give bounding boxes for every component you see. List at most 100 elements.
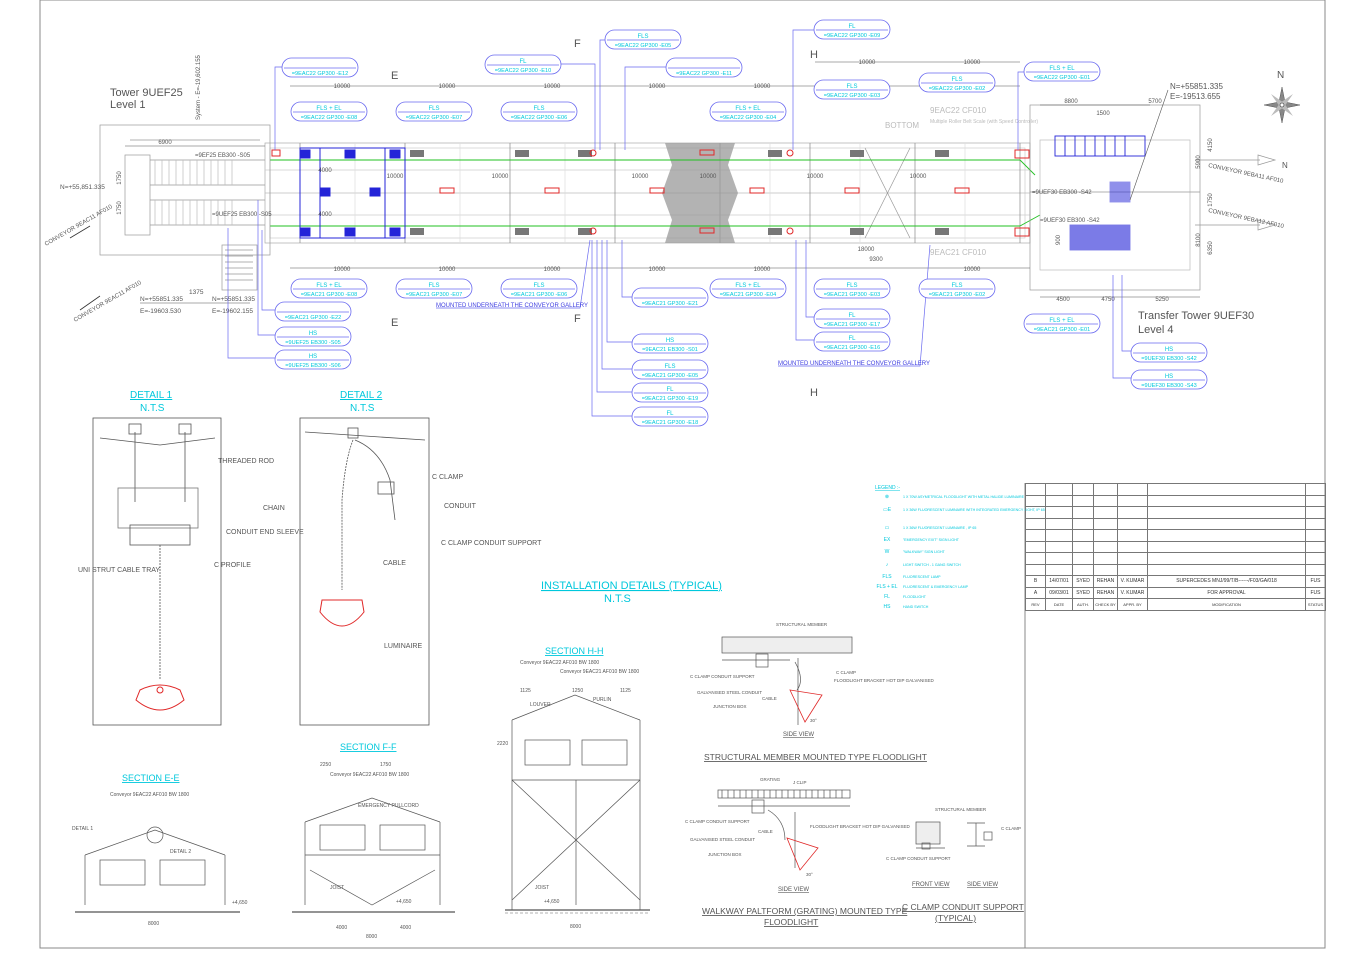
label: J CLIP	[793, 780, 807, 785]
section-mark-f: F	[574, 38, 581, 50]
cell	[1117, 506, 1148, 519]
revision-header-cell: REV	[1025, 598, 1046, 611]
section-conveyor: Conveyor 9EAC22 AF010 BW 1800	[520, 660, 599, 666]
legend-symbol-icon: FLS	[882, 574, 892, 580]
tag-bubble	[274, 326, 352, 347]
label-threaded-rod: THREADED ROD	[218, 458, 274, 465]
tag-reference: =9EAC21 GP300 -E16	[824, 345, 880, 351]
tag-type: HS	[666, 338, 674, 344]
cell	[1147, 552, 1306, 565]
left-tower-level: Level 1	[110, 99, 145, 111]
tag-bubble	[665, 57, 743, 78]
tag-bubble	[290, 101, 368, 122]
tag-type: FLS	[428, 106, 439, 112]
dim-span: 10000	[649, 84, 666, 90]
legend-symbol-icon: ▭	[885, 525, 890, 531]
structural-floodlight-drawing	[721, 636, 853, 725]
tag-reference: =9EAC21 GP300 -E19	[642, 396, 698, 402]
revision-header-cell: APPR. BY	[1117, 598, 1148, 611]
dim-label: 10000	[492, 174, 509, 180]
tag-reference: =9EAC21 GP300 -E07	[406, 292, 462, 298]
legend-text: 1 X 70W ASYMETRICAL FLOODLIGHT WITH META…	[903, 495, 1025, 499]
dim-label: 9300	[869, 257, 883, 263]
conveyor-label: CONVEYOR 9EBA11 AF010	[1208, 163, 1285, 185]
tag-bubble	[500, 101, 578, 122]
revision-row-empty	[1025, 552, 1326, 565]
gallery-refs: =9EF25 EB300 -S05 =9UEF25 EB300 -S05 =9U…	[195, 153, 1100, 224]
right-tower-equipment	[1054, 135, 1146, 251]
label: STRUCTURAL MEMBER	[935, 807, 987, 812]
label-c-clamp: C CLAMP	[432, 474, 463, 481]
c-clamp-title-2: (TYPICAL)	[935, 913, 976, 923]
tag-bubble	[631, 382, 709, 403]
label: STRUCTURAL MEMBER	[776, 622, 828, 627]
label: C CLAMP CONDUIT SUPPORT	[886, 856, 951, 861]
tag-type: FLS	[533, 106, 544, 112]
revision-cell: REHAN	[1093, 586, 1118, 599]
tag-leader-lines	[227, 29, 1131, 417]
tag-bubble	[918, 72, 996, 93]
legend-text: FLUORESCENT LAMP	[903, 575, 941, 579]
north-arrow-icon	[1263, 86, 1301, 124]
cell	[1117, 494, 1148, 507]
cell	[1305, 563, 1326, 576]
detail-2-title: DETAIL 2	[340, 390, 383, 401]
section-dim: 4000	[400, 925, 411, 931]
tag-reference: =9UEF25 EB300 -S05	[285, 340, 341, 346]
cell	[1147, 517, 1306, 530]
cell	[1045, 506, 1073, 519]
cell	[1025, 529, 1046, 542]
detail-2-labels: C CLAMP CONDUIT CHAIN C CLAMP CONDUIT SU…	[263, 474, 542, 650]
fixture-tag: FL =9EAC22 GP300 -E10	[484, 54, 562, 75]
front-view-label: FRONT VIEW	[912, 882, 950, 888]
gallery-ref: =9EF25 EB300 -S05	[195, 153, 251, 159]
conveyor-label: CONVEYOR 9EAC11 AF010	[44, 204, 114, 248]
label: C CLAMP	[836, 670, 856, 675]
fixture-tag: =9EAC21 GP300 -E22	[274, 301, 352, 322]
dim-label: 5250	[1155, 297, 1169, 303]
tag-reference: =9EAC22 GP300 -E03	[824, 93, 880, 99]
walkway-floodlight-drawing	[717, 789, 851, 868]
c-clamp-labels: STRUCTURAL MEMBER C CLAMP C CLAMP CONDUI…	[886, 807, 1021, 861]
tag-reference: =9EAC22 GP300 -E11	[676, 71, 732, 77]
legend-item: HS HAND SWITCH	[884, 604, 929, 610]
section-mark-f: F	[574, 313, 581, 325]
legend-text: "EMERGENCY EXIT" SIGN LIGHT	[903, 538, 960, 542]
revision-cell: A	[1025, 586, 1046, 599]
cell	[1117, 517, 1148, 530]
label-c-clamp-conduit-support: C CLAMP CONDUIT SUPPORT	[441, 540, 542, 547]
revision-cell: SYED	[1072, 586, 1094, 599]
dim-span: 10000	[859, 60, 876, 66]
section-dim: 4000	[336, 925, 347, 931]
side-view-label: SIDE VIEW	[967, 882, 998, 888]
dim-label: 10000	[910, 174, 927, 180]
tag-type: FLS	[533, 283, 544, 289]
section-purlin: PURLIN	[593, 697, 612, 703]
revision-row-empty	[1025, 506, 1326, 519]
dim-label: 900	[1056, 234, 1062, 245]
cell	[1072, 506, 1094, 519]
section-detail-ref: DETAIL 2	[170, 849, 191, 855]
label: FLOODLIGHT BRACKET HOT DIP GALVANISED	[834, 678, 935, 683]
coord-gap: 1375	[189, 289, 204, 296]
cell	[1072, 517, 1094, 530]
legend-text: "WALKWAY" SIGN LIGHT	[903, 550, 946, 554]
cell	[1093, 529, 1118, 542]
revision-header-cell: AUTH.	[1072, 598, 1094, 611]
tag-type: HS	[309, 331, 317, 337]
label-chain: CHAIN	[263, 505, 285, 512]
left-tower-plan	[99, 124, 271, 291]
section-mark-e: E	[391, 70, 398, 82]
section-ee-drawing	[75, 826, 240, 913]
legend-symbol-icon: W	[885, 549, 890, 555]
tag-reference: =9EAC21 GP300 -E22	[285, 315, 341, 321]
note-underneath-gallery: MOUNTED UNDERNEATH THE CONVEYOR GALLERY	[436, 303, 588, 309]
section-hh-title: SECTION H-H	[545, 646, 604, 656]
legend-symbol-icon: ⊗	[885, 494, 889, 500]
tag-type: HS	[1165, 374, 1173, 380]
dim-label: 18000	[858, 247, 875, 253]
legend-item: ♪ LIGHT SWITCH - 1 GANG SWITCH	[886, 562, 961, 568]
section-dim: 8000	[148, 921, 159, 927]
